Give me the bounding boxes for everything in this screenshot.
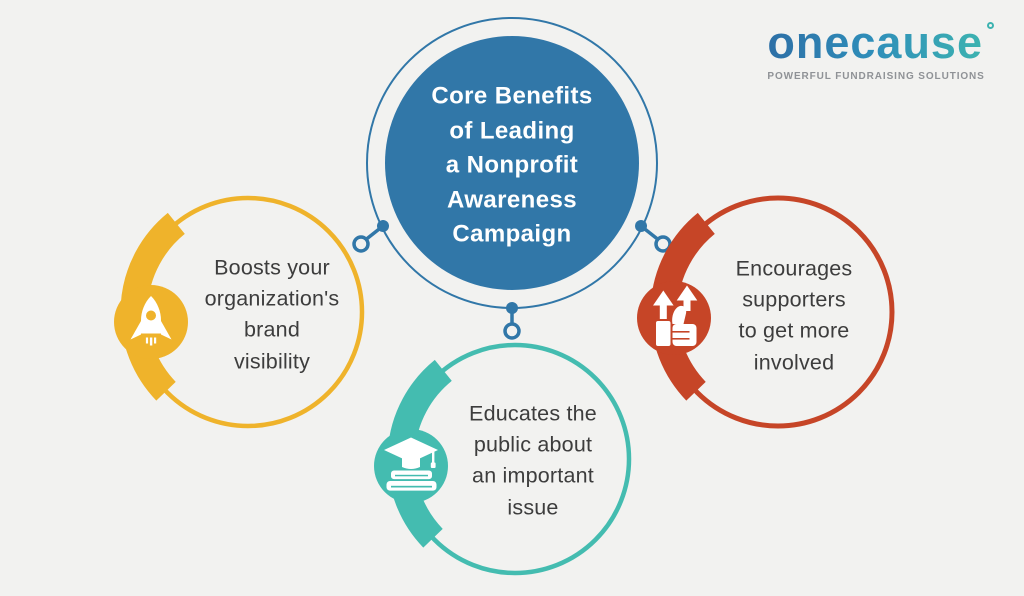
center-circle — [385, 36, 639, 290]
benefit-educate-public — [374, 342, 632, 576]
connector-bottom — [503, 302, 521, 340]
logo-text-cause: cause — [850, 17, 983, 68]
logo-wordmark: onecause — [767, 20, 983, 65]
connector-left — [352, 220, 389, 253]
connector-right-dot — [635, 220, 647, 232]
rocket-icon — [130, 296, 172, 346]
thumbs-up-arrows-icon — [653, 285, 698, 346]
logo-registered-dot-icon — [987, 22, 994, 29]
connector-right — [635, 220, 672, 253]
benefit-label-brand-visibility: Boosts your organization's brand visibil… — [204, 255, 340, 374]
connector-left-dot — [377, 220, 389, 232]
connector-right-node — [654, 235, 672, 253]
connector-bottom-dot — [506, 302, 518, 314]
graduation-cap-books-icon — [384, 437, 438, 491]
logo-tagline: POWERFUL FUNDRAISING SOLUTIONS — [767, 71, 985, 82]
center-title: Core Benefits of Leading a Nonprofit Awa… — [431, 82, 593, 248]
benefit-label-educate-public: Educates the public about an important i… — [469, 401, 597, 520]
connector-bottom-node — [503, 322, 521, 340]
benefit-brand-visibility — [114, 195, 365, 429]
onecause-logo: onecause POWERFUL FUNDRAISING SOLUTIONS — [767, 20, 994, 82]
benefit-label-supporter-involvement: Encourages supporters to get more involv… — [735, 256, 853, 375]
benefit-supporter-involvement — [637, 195, 895, 429]
logo-text-one: one — [767, 17, 851, 68]
connector-left-node — [352, 235, 370, 253]
